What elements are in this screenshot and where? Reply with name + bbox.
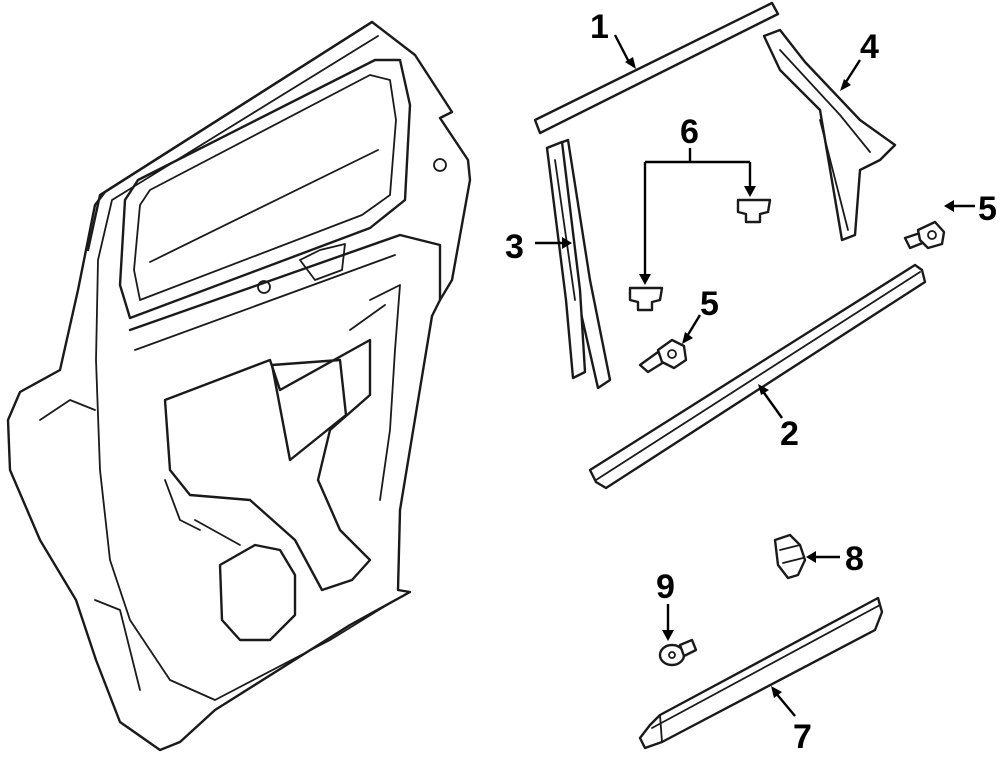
callout-1: 1 <box>590 8 609 46</box>
callout-6: 6 <box>680 113 699 151</box>
callout-9: 9 <box>656 568 675 606</box>
part-4-corner-applique: 4 <box>762 28 897 242</box>
part-8-push-pin: 8 <box>773 533 864 580</box>
callout-2: 2 <box>780 415 799 453</box>
callout-5-right: 5 <box>978 190 997 228</box>
callout-3: 3 <box>505 228 524 266</box>
part-7-lower-molding: 7 <box>638 596 884 756</box>
callout-7: 7 <box>793 718 812 756</box>
part-5-screw-right: 5 <box>903 190 997 250</box>
part-5-screw-center: 5 <box>638 285 719 374</box>
callout-8: 8 <box>845 540 864 578</box>
part-1-upper-molding: 1 <box>533 1 780 135</box>
door-shell <box>6 20 472 752</box>
part-9-fastener: 9 <box>656 568 698 667</box>
part-2-belt-weatherstrip: 2 <box>588 263 927 490</box>
part-6-clips: 6 <box>628 113 772 312</box>
callout-5-center: 5 <box>700 285 719 323</box>
part-3-frame-channel: 3 <box>505 138 612 390</box>
callout-4: 4 <box>860 28 879 66</box>
